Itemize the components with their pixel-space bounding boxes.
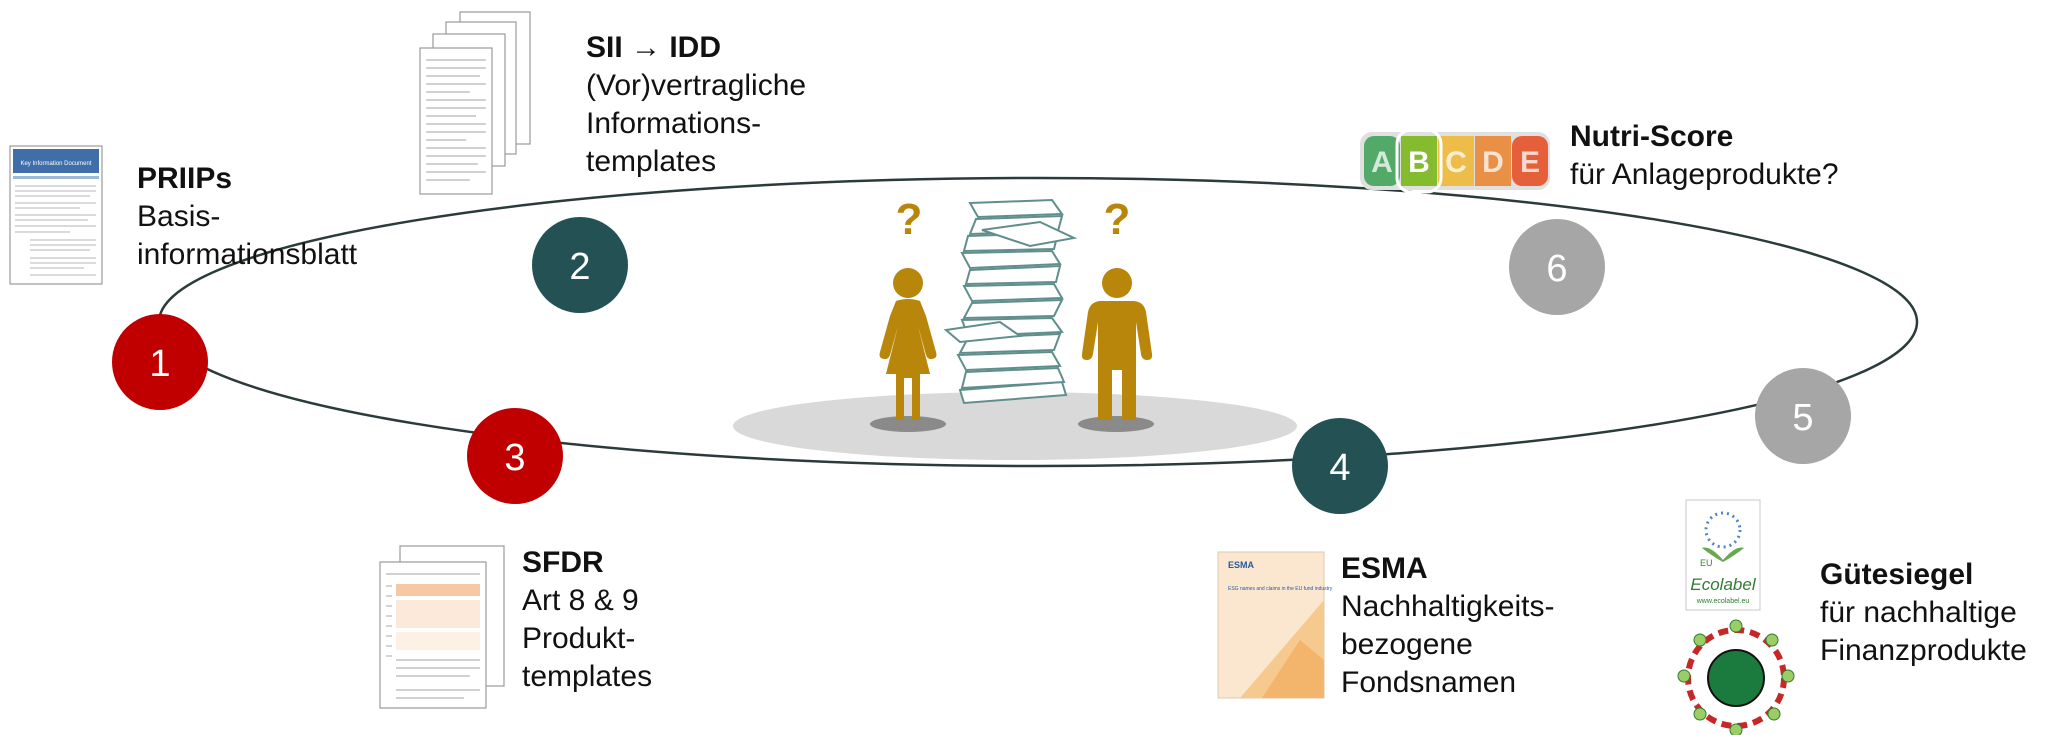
nutri-segment-d [1475,136,1511,186]
nutri-segment-e [1512,136,1548,186]
guetesiegel-label: Gütesiegel für nachhaltige Finanzprodukt… [1820,556,2027,670]
esma-logo-text: ESMA [1228,560,1255,570]
paper-stack-icon [943,198,1078,405]
person-shadow-right [1078,416,1154,432]
sii-line: templates [586,145,717,178]
guetesiegel-line: Finanzprodukte [1820,634,2027,667]
priips-title: PRIIPs [137,162,233,195]
center-plate [733,392,1297,460]
node-4[interactable]: 4 [1292,418,1388,514]
nutri-letter-d: D [1482,146,1504,179]
node-5-number: 5 [1792,397,1813,439]
node-3-circle [467,408,563,504]
node-6[interactable]: 6 [1509,219,1605,315]
sfdr-document-thumbnail [379,545,505,709]
sii-title: SII → IDD [586,31,722,64]
woman-icon [879,268,937,420]
nutri-letter-c: C [1445,146,1467,179]
man-icon [1081,268,1153,420]
esma-line: Fondsnamen [1341,666,1517,699]
priips-line: informationsblatt [137,238,358,271]
sii-label: SII → IDD (Vor)vertragliche Informations… [586,29,806,181]
node-2-number: 2 [569,246,590,288]
guetesiegel-title: Gütesiegel [1820,558,1974,591]
sii-line: Informations- [586,107,762,140]
nutri-segment-a [1364,136,1400,186]
node-2-circle [532,217,628,313]
esma-report-cover: ESMA ESG names and claims in the EU fund… [1217,551,1333,699]
node-2[interactable]: 2 [532,217,628,313]
kid-document-thumbnail: Key Information Document [9,145,103,285]
ecolabel-text: Ecolabel [1690,575,1756,594]
esma-line: bezogene [1341,628,1473,661]
node-4-number: 4 [1329,447,1350,489]
nutri-letter-b: B [1408,146,1430,179]
sfdr-title: SFDR [522,546,604,579]
priips-label: PRIIPs Basis- informationsblatt [137,160,357,274]
sii-line: (Vor)vertragliche [586,69,807,102]
node-5-circle [1755,368,1851,464]
sii-document-thumbnail [419,11,531,195]
eu-ecolabel-logo: EU Ecolabel www.ecolabel.eu [1685,499,1761,611]
nutri-title: Nutri-Score [1570,120,1734,153]
node-3[interactable]: 3 [467,408,563,504]
nutri-segment-b [1401,136,1437,186]
sfdr-line: Art 8 & 9 [522,584,639,617]
esma-label: ESMA Nachhaltigkeits- bezogene Fondsname… [1341,550,1554,702]
nutri-label: Nutri-Score für Anlageprodukte? [1570,118,1839,194]
sfdr-line: Produkt- [522,622,636,655]
nutri-letter-e: E [1520,146,1540,179]
person-shadow-left [870,416,946,432]
nutri-letter-a: A [1371,146,1393,179]
node-5[interactable]: 5 [1755,368,1851,464]
node-6-circle [1509,219,1605,315]
guetesiegel-line: für nachhaltige [1820,596,2017,629]
nutri-line: für Anlageprodukte? [1570,158,1839,191]
node-1-circle [112,314,208,410]
node-6-number: 6 [1546,248,1567,290]
question-mark-left: ? [896,195,923,244]
node-1[interactable]: 1 [112,314,208,410]
esma-title: ESMA [1341,552,1428,585]
ecolabel-url: www.ecolabel.eu [1696,598,1750,605]
sfdr-label: SFDR Art 8 & 9 Produkt- templates [522,544,652,696]
priips-line: Basis- [137,200,221,233]
esma-cover-title: ESG names and claims in the EU fund indu… [1228,586,1333,592]
nutri-highlight-b [1395,128,1443,194]
node-1-number: 1 [149,343,170,385]
node-3-number: 3 [504,437,525,479]
node-4-circle [1292,418,1388,514]
esma-line: Nachhaltigkeits- [1341,590,1555,623]
kid-header-text: Key Information Document [20,161,91,167]
umweltzeichen-seal [1677,619,1795,735]
ecolabel-prefix: EU [1700,558,1713,568]
question-mark-right: ? [1104,195,1131,244]
sfdr-line: templates [522,660,653,693]
nutri-segment-c [1438,136,1474,186]
